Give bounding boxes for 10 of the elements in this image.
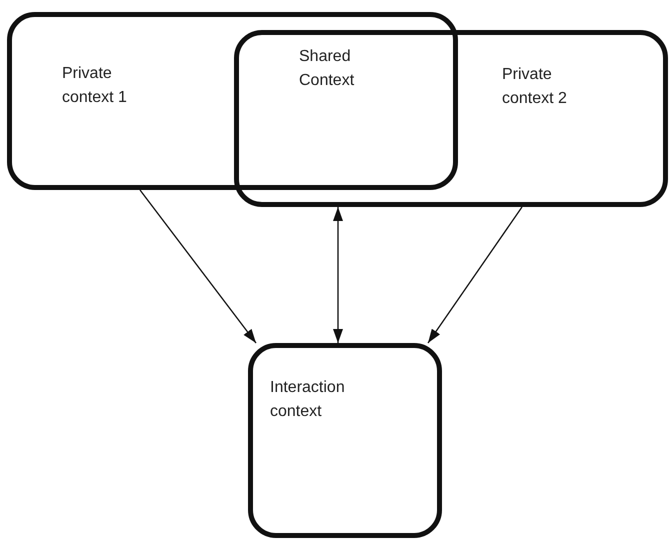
context-box <box>7 12 458 190</box>
context-box <box>234 30 668 207</box>
context-box <box>248 343 442 538</box>
node-label: Private context 2 <box>502 65 568 109</box>
arrow <box>139 190 257 344</box>
region-label: Shared Context <box>299 47 356 91</box>
arrow <box>427 206 523 344</box>
arrow <box>333 207 343 343</box>
node-label: Interaction context <box>270 378 346 422</box>
node-label: Private context 1 <box>62 64 128 108</box>
